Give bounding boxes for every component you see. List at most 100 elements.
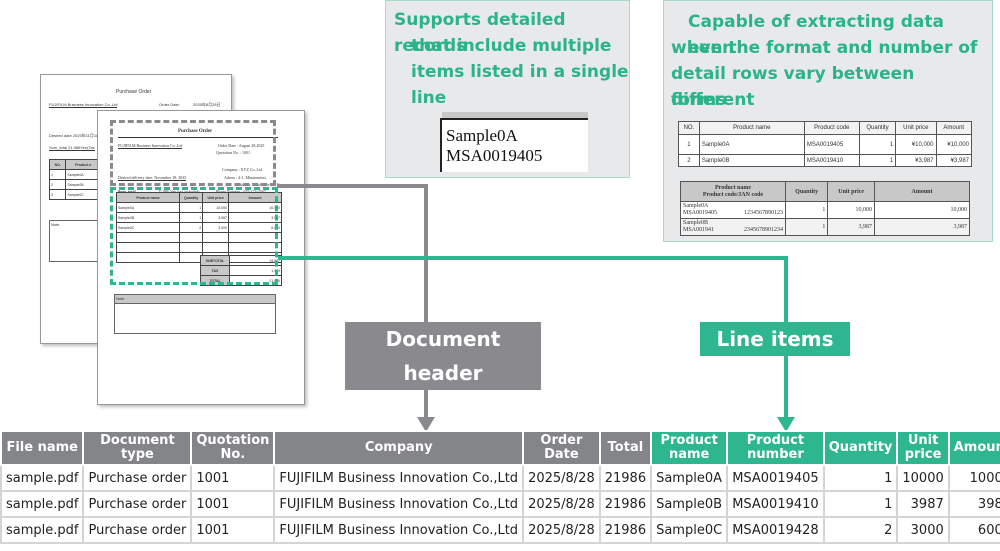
line-items-connector [278, 256, 788, 420]
column-header-company[interactable]: Company [273, 430, 525, 466]
variable-format-callout-line-3: detail rows vary between different [671, 64, 915, 110]
multi-item-callout: Supports detailed records that include m… [385, 0, 630, 178]
line-items-selection-box [110, 187, 278, 285]
cell-product-number: MSA0019428 [726, 516, 825, 544]
cell-product-name: Sample0A [650, 464, 729, 492]
cell: Unit price [895, 121, 937, 135]
sample-cell-line-1: Sample0A [446, 126, 518, 145]
column-header-total[interactable]: Total [598, 430, 653, 466]
cell-total: 21986 [598, 464, 653, 492]
column-header-product-number[interactable]: Product number [726, 430, 825, 466]
cell: Sample0B MSA001941 2345678901234 [680, 218, 786, 236]
cell: 2 [678, 154, 700, 167]
document-header-label: Document header [345, 322, 541, 390]
product-code: MSA0019405 [683, 210, 718, 216]
cell-company: FUJIFILM Business Innovation Co.,Ltd [273, 516, 525, 544]
back-doc-company: FUJIFILM Business Innovation Co.,Ltd [49, 102, 118, 108]
jan-code: 2345678901234 [744, 227, 783, 233]
cell-product-name: Sample0B [650, 490, 729, 518]
cell-quantity: 1 [822, 490, 899, 518]
variable-format-callout-line-1: Capable of extracting data even [688, 12, 944, 58]
cell: 1 [858, 154, 897, 167]
front-doc-order-date: Order Date : August 28,2025 [218, 143, 265, 148]
column-header-product-name[interactable]: Product name [650, 430, 729, 466]
back-doc-title: Purchase Order [116, 89, 152, 95]
front-doc-note-box: Note [114, 294, 276, 334]
cell: ¥3,987 [935, 154, 972, 167]
line-items-arrowhead [777, 417, 795, 432]
cell-unit-price: 10000 [896, 464, 950, 492]
column-header-document-type[interactable]: Document type [82, 430, 193, 466]
variable-format-callout: Capable of extracting data even when the… [663, 0, 993, 242]
cell-product-number: MSA0019410 [726, 490, 825, 518]
front-doc-desired-date: Desired delivery date: November 18, 2025 [118, 175, 187, 181]
multi-item-callout-line-2: that include multiple [411, 36, 612, 56]
cell-product-name: Sample0C [650, 516, 729, 544]
front-doc-company-field: Company : XYZ Co.,Ltd [222, 167, 263, 172]
header-line-2: Product code/JAN code [702, 191, 764, 198]
cell-total: 21986 [598, 516, 653, 544]
cell-file-name: sample.pdf [0, 490, 85, 518]
cell-file-name: sample.pdf [0, 464, 85, 492]
cell: Amount [874, 181, 970, 202]
cell-amount: 10000 [947, 464, 1000, 492]
cell-document-type: Purchase order [82, 516, 193, 544]
cell: 1 [784, 201, 829, 219]
cell-company: FUJIFILM Business Innovation Co.,Ltd [273, 490, 525, 518]
column-header-order-date[interactable]: Order Date [522, 430, 601, 466]
multi-item-sample-cell: Sample0A MSA0019405 [440, 112, 588, 172]
column-header-unit-price[interactable]: Unit price [896, 430, 950, 466]
cell-amount: 6000 [947, 516, 1000, 544]
cell: Quantity [858, 121, 897, 135]
front-doc-phone: Phone Number : 045-123-4567 [216, 189, 266, 194]
variable-format-callout-line-4: forms [671, 90, 727, 110]
front-doc-sum-total-value: 21,986 Yen (tax included) [158, 189, 200, 194]
header-line-1: Product name [714, 184, 752, 191]
column-header-quotation-no[interactable]: Quotation No. [190, 430, 276, 466]
cell: MSA0019410 [803, 154, 860, 167]
sample-cell-line-2: MSA0019405 [446, 146, 543, 165]
cell-document-type: Purchase order [82, 464, 193, 492]
cell: 10,000 [827, 201, 875, 219]
cell-unit-price: 3000 [896, 516, 950, 544]
cell-quotation-no: 1001 [190, 516, 276, 544]
cell-unit-price: 3987 [896, 490, 950, 518]
document-header-selection-box [110, 120, 276, 186]
cell: Quantity [784, 181, 829, 202]
front-doc-quotation: Quotation No. : 1001 [216, 150, 250, 155]
sample-cell-header-strip [442, 112, 588, 118]
front-doc-note-header: Note [115, 295, 275, 304]
front-doc-title: Purchase Order [178, 129, 213, 134]
cell: Sample0A MSA0019405 1234567890123 [680, 201, 786, 219]
document-header-arrowhead [417, 417, 435, 432]
back-doc-order-date: 2025年8月28日 [193, 102, 221, 107]
cell: Product code [803, 121, 860, 135]
extracted-data-table: File name Document type Quotation No. Co… [0, 430, 1000, 544]
jan-code: 1234567890123 [744, 210, 783, 216]
cell-total: 21986 [598, 490, 653, 518]
column-header-amount[interactable]: Amount [947, 430, 1000, 466]
cell-quantity: 2 [822, 516, 899, 544]
cell: MSA0019405 [803, 134, 860, 155]
cell: 3,987 [827, 218, 875, 236]
cell: Product name Product code/JAN code [680, 181, 786, 202]
cell-company: FUJIFILM Business Innovation Co.,Ltd [273, 464, 525, 492]
cell-amount: 3987 [947, 490, 1000, 518]
cell-document-type: Purchase order [82, 490, 193, 518]
cell-file-name: sample.pdf [0, 516, 85, 544]
cell: 21,986 [229, 275, 282, 286]
column-header-quantity[interactable]: Quantity [822, 430, 899, 466]
back-doc-desired-date: Desired date 2025年11月18日 [49, 133, 103, 138]
front-purchase-order-document: Purchase Order FUJIFILM Business Innovat… [97, 110, 305, 405]
cell-quotation-no: 1001 [190, 490, 276, 518]
cell: Unit price [827, 181, 875, 202]
cell: ¥10,000 [895, 134, 937, 155]
product-name: Sample0A [683, 203, 709, 209]
column-header-file-name[interactable]: File name [0, 430, 85, 466]
cell: Product name [698, 121, 805, 135]
